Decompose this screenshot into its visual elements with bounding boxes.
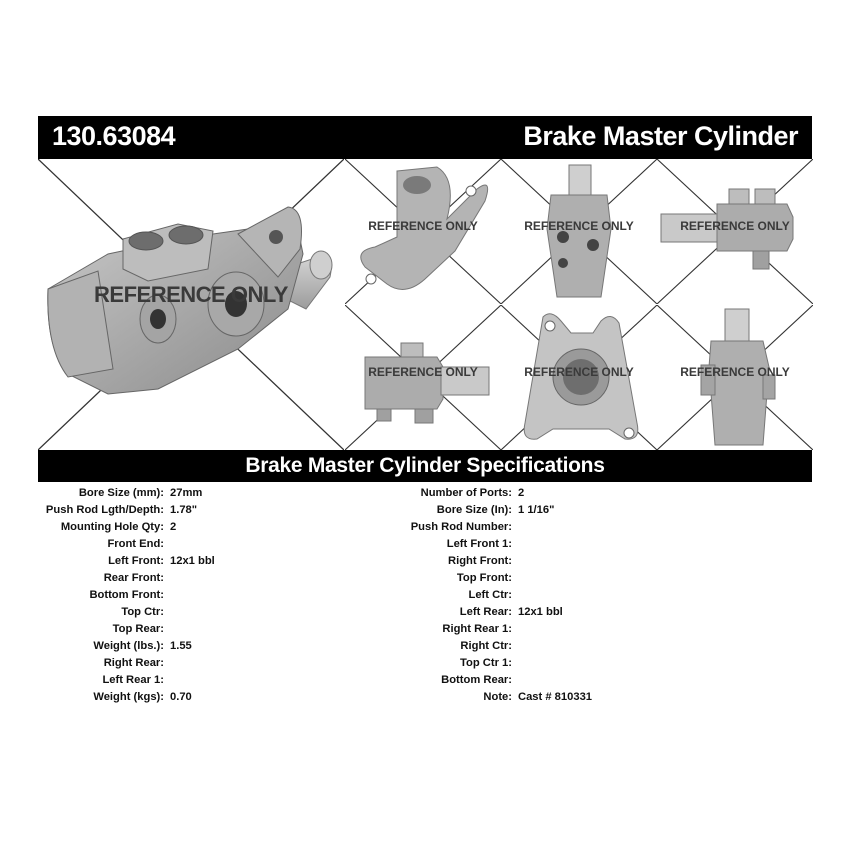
spec-label: Front End: [107, 538, 164, 550]
spec-row: Rear Front: [0, 570, 400, 587]
spec-value: 1 1/16" [518, 504, 555, 516]
spec-row: Weight (lbs.): 1.55 [0, 638, 400, 655]
spec-row: Left Rear: 12x1 bbl [400, 604, 812, 621]
spec-label: Right Rear: [103, 657, 164, 669]
spec-label: Mounting Hole Qty: [60, 521, 164, 533]
spec-row: Top Ctr: [0, 604, 400, 621]
spec-row: Left Front 1: [400, 536, 812, 553]
spec-row: Bore Size (In): 1 1/16" [400, 502, 812, 519]
spec-value: 27mm [170, 487, 203, 499]
watermark-label: REFERENCE ONLY [680, 219, 790, 233]
header-bar: 130.63084 Brake Master Cylinder [38, 116, 812, 159]
spec-label: Bottom Rear: [441, 674, 512, 686]
spec-row: Push Rod Number: [400, 519, 812, 536]
spec-label: Left Front: [108, 555, 164, 567]
spec-value: 2 [518, 487, 525, 499]
specifications-title: Brake Master Cylinder Specifications [245, 454, 605, 477]
main-watermark: REFERENCE ONLY [94, 282, 289, 307]
spec-label: Right Front: [448, 555, 512, 567]
spec-row: Right Rear 1: [400, 621, 812, 638]
spec-value: 1.55 [170, 640, 192, 652]
thumbnail-front-view-2[interactable]: REFERENCE ONLY [657, 305, 813, 450]
spec-row: Right Ctr: [400, 638, 812, 655]
spec-label: Push Rod Number: [410, 521, 512, 533]
spec-row: Bottom Rear: [400, 672, 812, 689]
spec-label: Number of Ports: [420, 487, 512, 499]
spec-row: Number of Ports: 2 [400, 485, 812, 502]
spec-value: 1.78" [170, 504, 198, 516]
spec-label: Right Rear 1: [442, 623, 512, 635]
spec-label: Top Front: [456, 572, 512, 584]
spec-value: 12x1 bbl [170, 555, 215, 567]
spec-value: 2 [170, 521, 177, 533]
thumbnail-front-port-view[interactable]: REFERENCE ONLY [501, 159, 657, 304]
spec-row: Top Front: [400, 570, 812, 587]
product-title: Brake Master Cylinder [523, 121, 798, 151]
spec-label: Bore Size (mm): [78, 487, 164, 499]
spec-label: Left Front 1: [446, 538, 512, 550]
spec-row: Top Rear: [0, 621, 400, 638]
watermark-label: REFERENCE ONLY [524, 219, 634, 233]
spec-label: Weight (lbs.): [93, 640, 164, 652]
spec-label: Bottom Front: [89, 589, 164, 601]
spec-label: Note: [483, 691, 512, 703]
spec-label: Bore Size (In): [436, 504, 512, 516]
watermark-label: REFERENCE ONLY [524, 365, 634, 379]
spec-row: Bottom Front: [0, 587, 400, 604]
thumbnail-side-view-2[interactable]: REFERENCE ONLY [345, 305, 501, 450]
spec-label: Rear Front: [103, 572, 164, 584]
spec-label: Left Rear 1: [102, 674, 164, 686]
spec-label: Weight (kgs): [93, 691, 164, 703]
spec-value: 0.70 [170, 691, 192, 703]
thumbnail-side-view-1[interactable]: REFERENCE ONLY [657, 159, 813, 304]
spec-row: Note: Cast # 810331 [400, 689, 812, 706]
spec-row: Right Rear: [0, 655, 400, 672]
part-number: 130.63084 [52, 121, 176, 151]
spec-label: Top Ctr 1: [460, 657, 512, 669]
thumbnail-bore-end-view[interactable]: REFERENCE ONLY [501, 305, 657, 450]
watermark-label: REFERENCE ONLY [368, 219, 478, 233]
spec-label: Top Rear: [112, 623, 164, 635]
spec-value: Cast # 810331 [518, 691, 593, 703]
spec-row: Bore Size (mm): 27mm [0, 485, 400, 502]
spec-label: Left Rear: [459, 606, 512, 618]
watermark-label: REFERENCE ONLY [368, 365, 478, 379]
spec-row: Mounting Hole Qty: 2 [0, 519, 400, 536]
product-image-gallery: REFERENCE ONLY REFERENCE ONLY REFERENCE … [38, 159, 813, 450]
thumbnail-top-flange-view[interactable]: REFERENCE ONLY [345, 159, 501, 304]
spec-row: Right Front: [400, 553, 812, 570]
spec-row: Weight (kgs): 0.70 [0, 689, 400, 706]
spec-label: Left Ctr: [468, 589, 513, 601]
spec-label: Top Ctr: [121, 606, 164, 618]
spec-row: Push Rod Lgth/Depth: 1.78" [0, 502, 400, 519]
spec-row: Left Ctr: [400, 587, 812, 604]
specifications-header: Brake Master Cylinder Specifications [38, 450, 812, 482]
main-product-image[interactable]: REFERENCE ONLY [38, 159, 344, 450]
watermark-label: REFERENCE ONLY [680, 365, 790, 379]
spec-row: Front End: [0, 536, 400, 553]
spec-row: Top Ctr 1: [400, 655, 812, 672]
spec-label: Right Ctr: [460, 640, 512, 652]
spec-value: 12x1 bbl [518, 606, 563, 618]
spec-label: Push Rod Lgth/Depth: [45, 504, 164, 516]
spec-row: Left Front: 12x1 bbl [0, 553, 400, 570]
spec-row: Left Rear 1: [0, 672, 400, 689]
